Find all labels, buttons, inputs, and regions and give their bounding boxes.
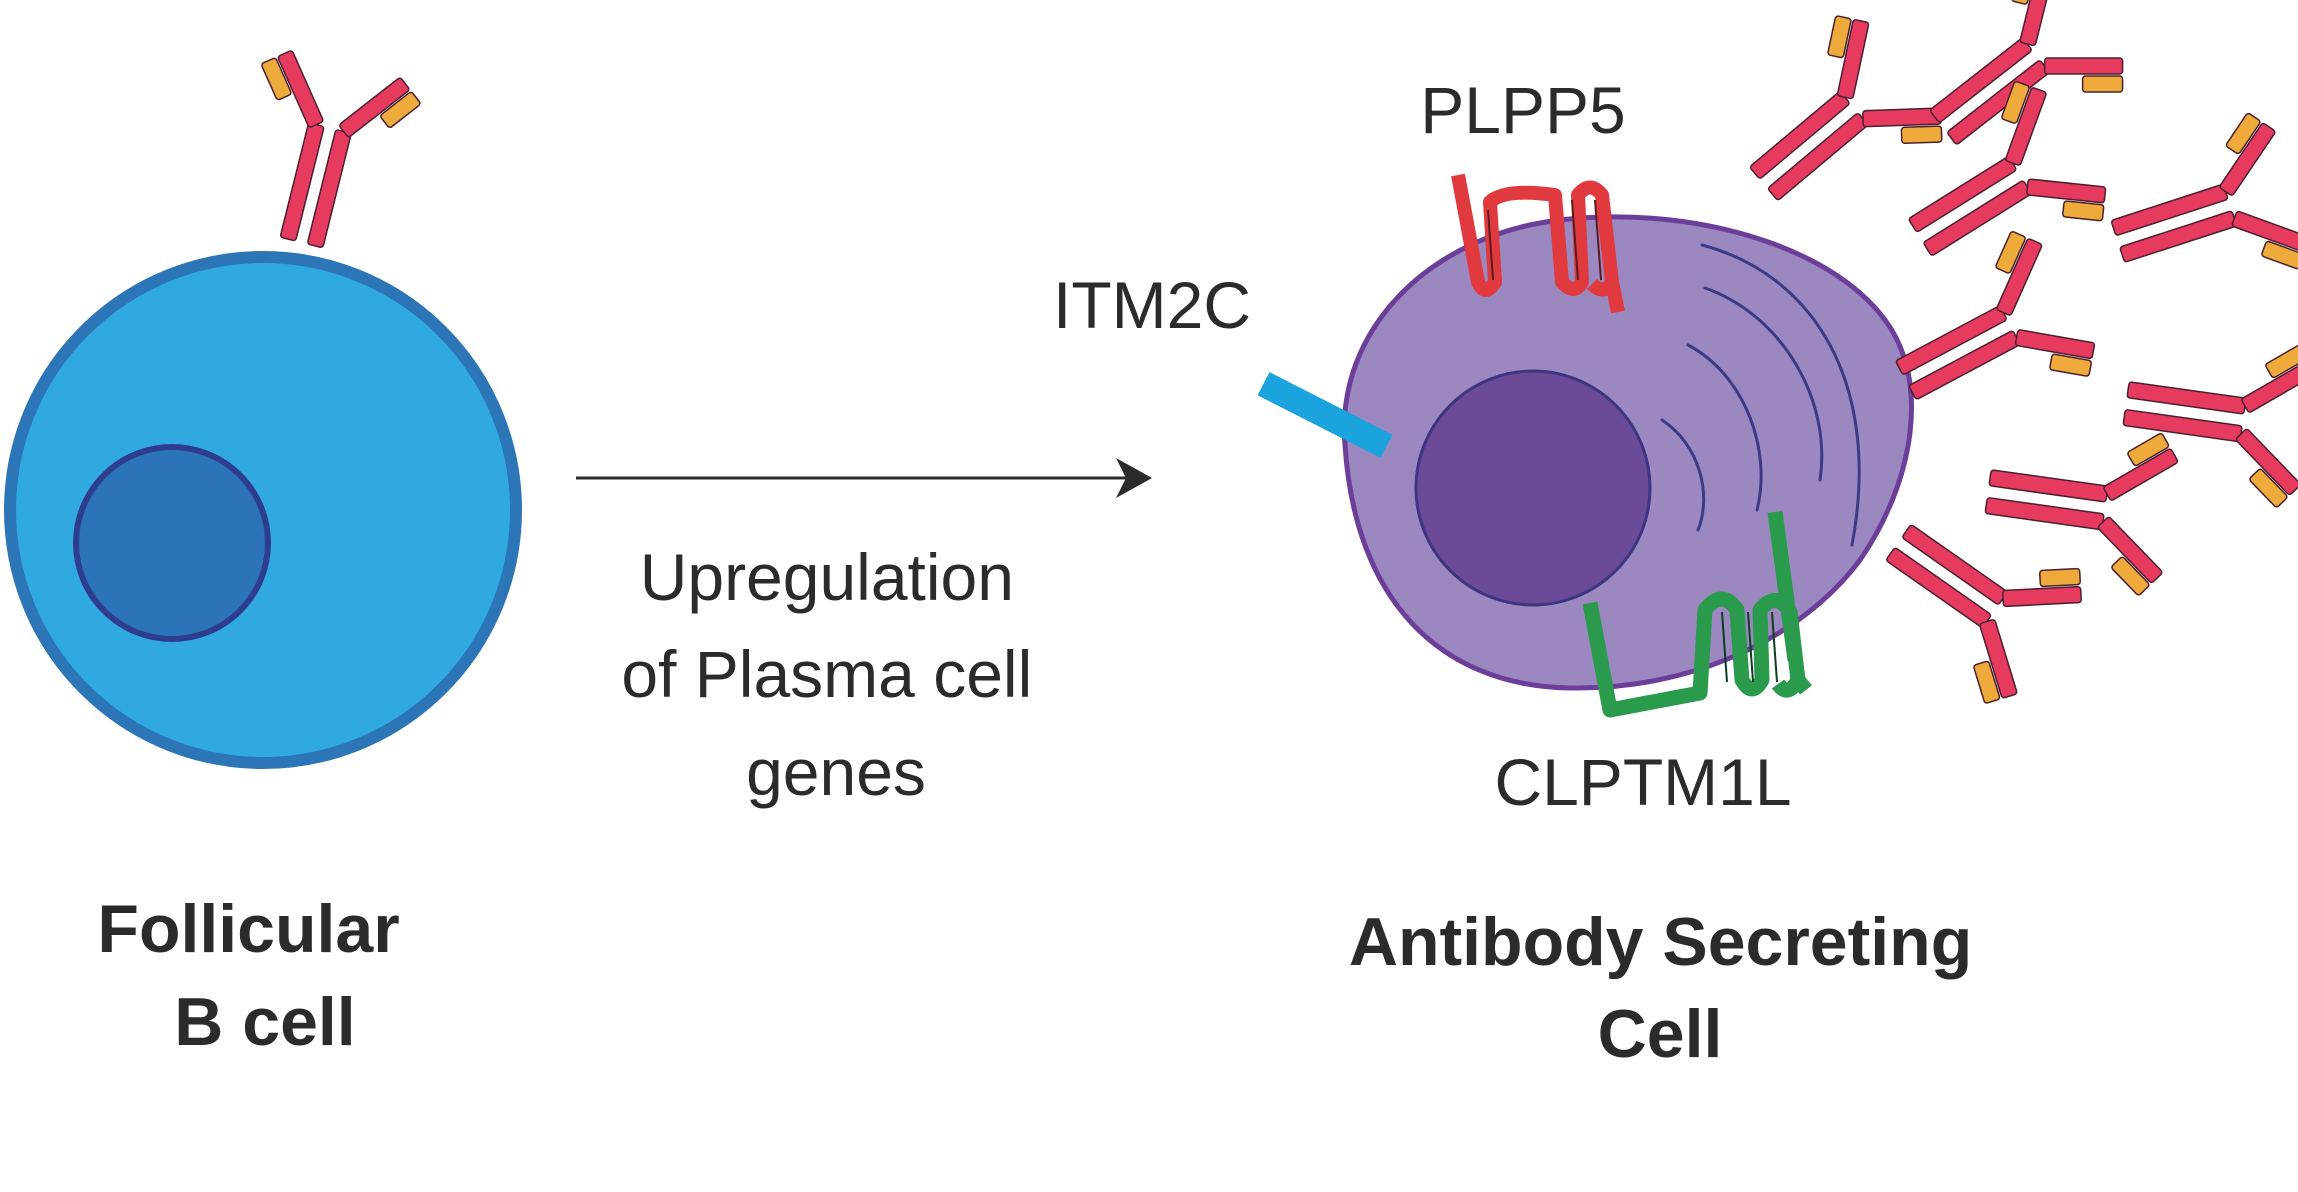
- antibody-icon: [220, 42, 427, 264]
- process-label-line-2: of Plasma cell: [621, 637, 1032, 711]
- antibody-secreting-cell-title: Antibody Secreting Cell: [1349, 904, 1991, 1072]
- b-cell-nucleus: [73, 444, 271, 642]
- left-title-line-2: B cell: [174, 984, 355, 1060]
- right-title-line-1: Antibody Secreting: [1349, 904, 1972, 980]
- asc-nucleus: [1414, 369, 1652, 607]
- plpp5-label: PLPP5: [1420, 73, 1625, 147]
- plpp5-protein-icon: [1451, 173, 1625, 314]
- process-label: Upregulation of Plasma cell genes: [621, 540, 1050, 809]
- process-arrow: [576, 458, 1152, 498]
- itm2c-label: ITM2C: [1053, 268, 1251, 342]
- process-label-line-3: genes: [746, 735, 926, 809]
- clptm1l-label: CLPTM1L: [1494, 745, 1791, 819]
- antibody-icon: [2091, 105, 2298, 321]
- follicular-b-cell: [4, 42, 522, 769]
- antibody-secreting-cell: PLPP5 ITM2C CLPTM1L: [1053, 73, 1914, 819]
- endoplasmic-reticulum: [1660, 243, 1861, 547]
- left-title-line-1: Follicular: [97, 891, 399, 967]
- process-label-line-1: Upregulation: [640, 540, 1014, 614]
- itm2c-protein-icon: [1257, 372, 1393, 458]
- follicular-b-cell-title: Follicular B cell: [97, 891, 418, 1060]
- arrow-head-icon: [1116, 458, 1152, 498]
- right-title-line-2: Cell: [1598, 996, 1723, 1072]
- clptm1l-protein-icon: [1582, 510, 1812, 718]
